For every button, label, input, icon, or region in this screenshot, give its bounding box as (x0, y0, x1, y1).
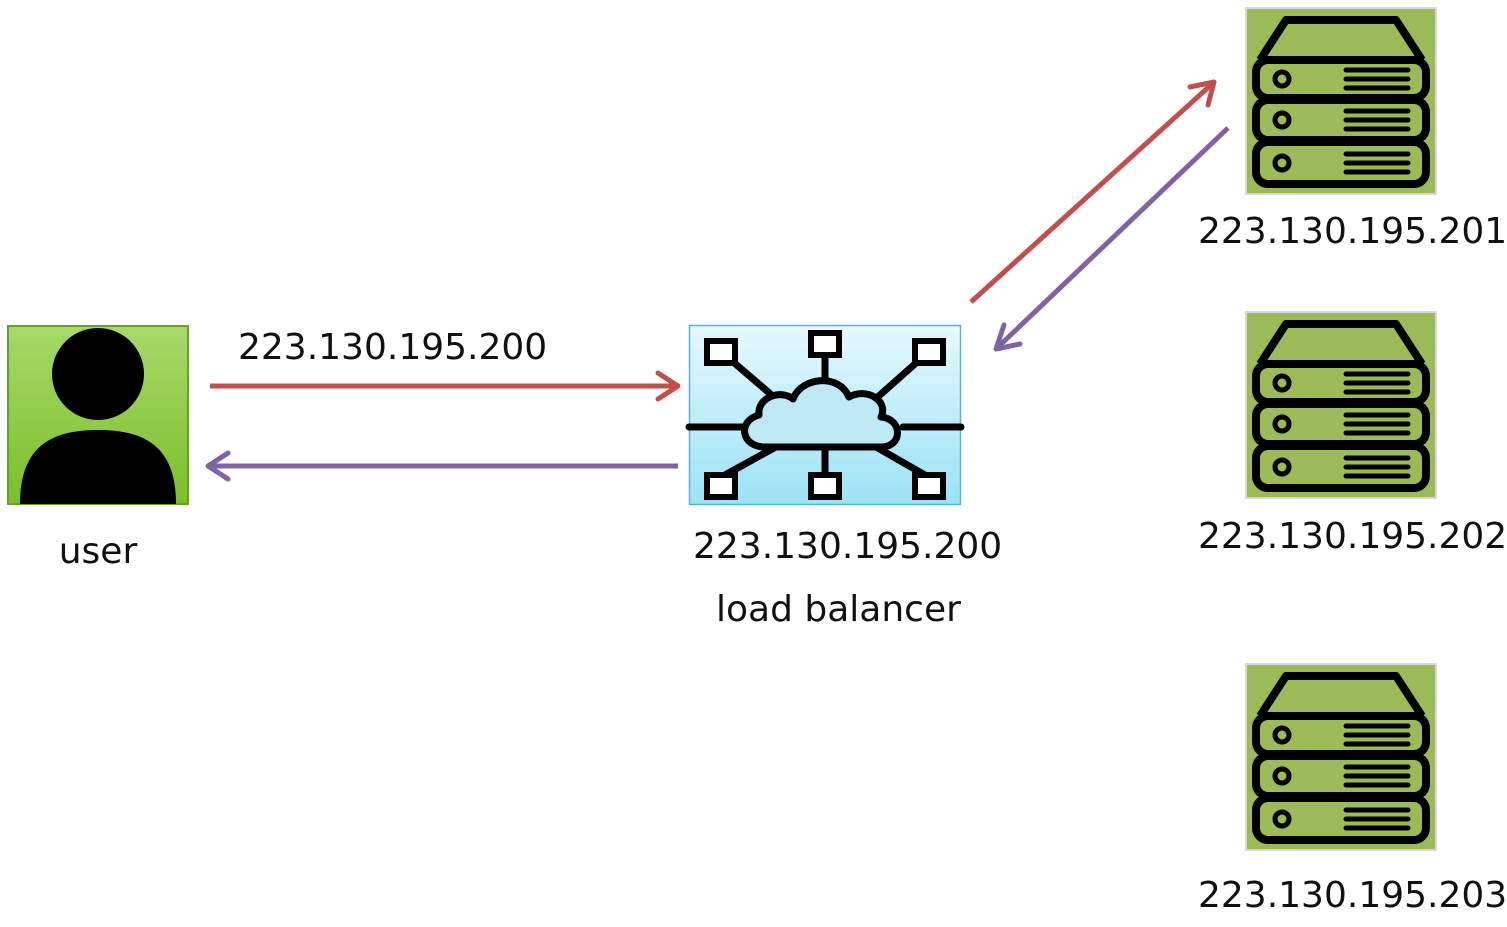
user-icon (7, 325, 189, 505)
server-node (1245, 311, 1437, 499)
connection-label-user-to-lb: 223.130.195.200 (238, 327, 548, 368)
server-icon (1245, 663, 1437, 851)
server-ip: 223.130.195.203 (1198, 875, 1507, 916)
server-icon (1245, 311, 1437, 499)
load-balancer-ip: 223.130.195.200 (693, 526, 1003, 567)
server-node (1245, 663, 1437, 851)
arrow-lb-to-user (205, 450, 678, 482)
arrow-user-to-lb (210, 370, 681, 402)
user-label: user (58, 531, 138, 572)
load-balancer-node (685, 324, 965, 506)
arrow-lb-to-server-1 (969, 79, 1217, 304)
server-ip: 223.130.195.201 (1198, 211, 1507, 252)
network-cloud-icon (685, 324, 965, 506)
arrow-server-1-to-lb (993, 126, 1230, 352)
server-ip: 223.130.195.202 (1198, 516, 1507, 557)
user-node (7, 325, 189, 505)
load-balancer-label: load balancer (716, 589, 961, 630)
server-node (1245, 7, 1437, 195)
server-icon (1245, 7, 1437, 195)
